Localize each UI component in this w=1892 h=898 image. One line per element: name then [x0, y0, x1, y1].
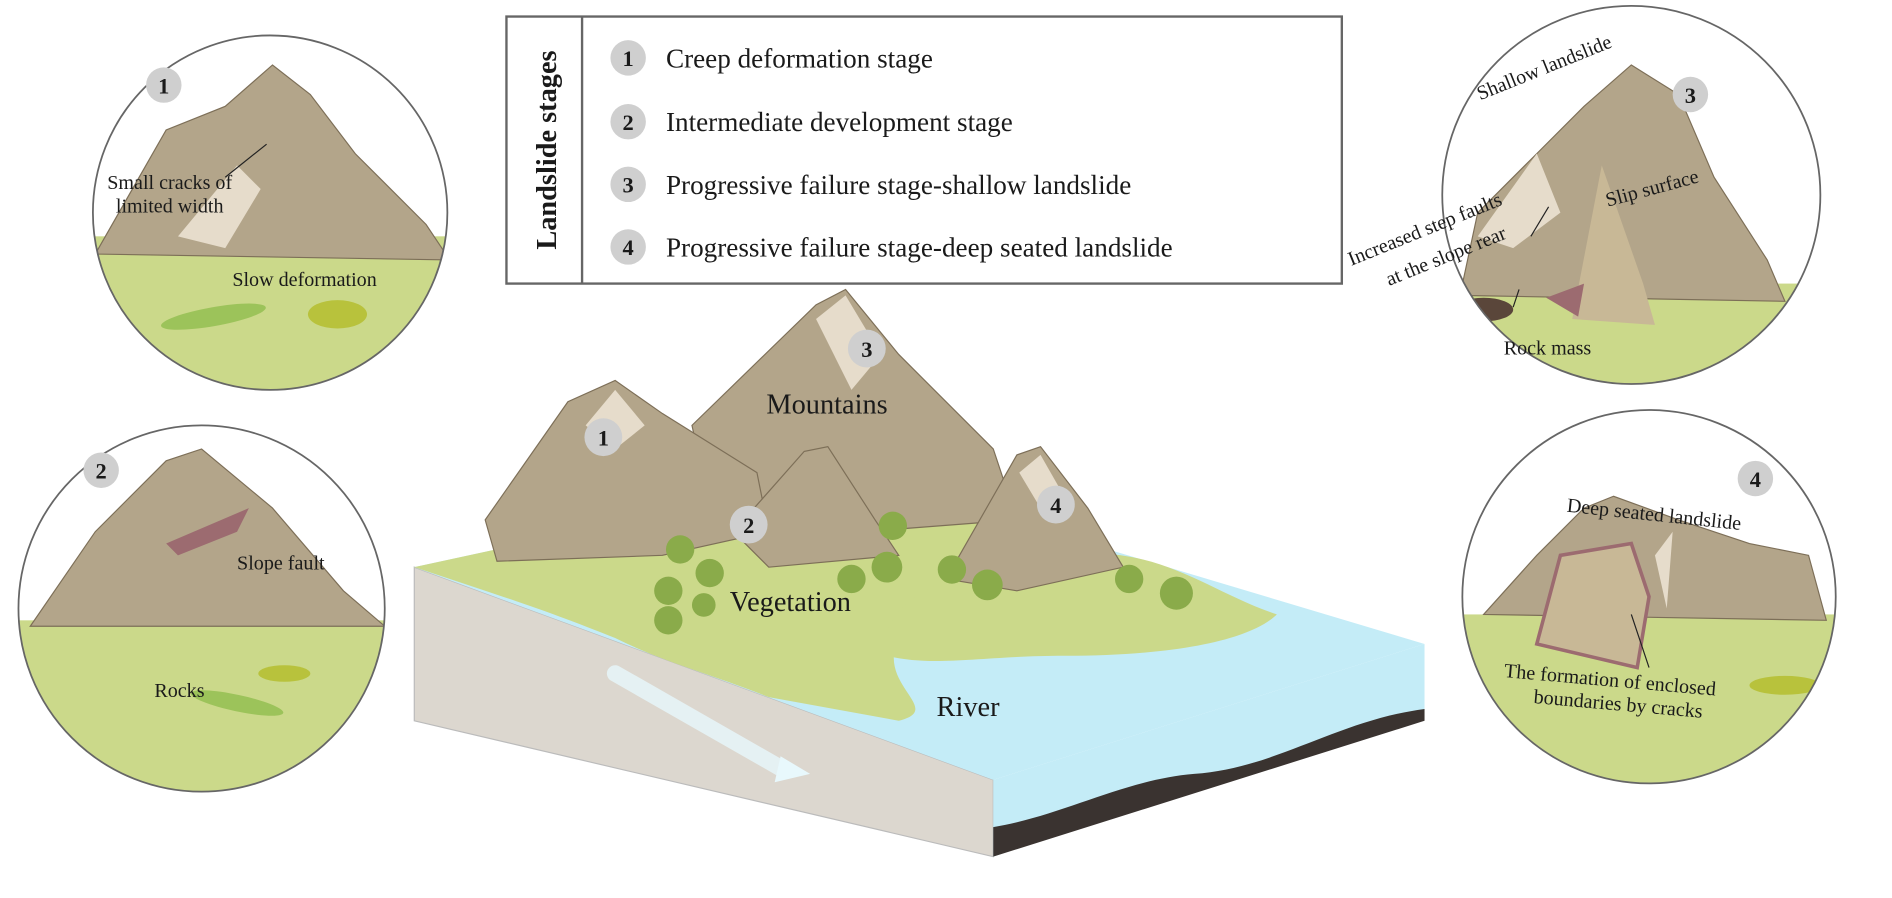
- legend-label: Progressive failure stage-shallow landsl…: [666, 170, 1131, 200]
- shallow-landslide-label: Shallow landslide: [1474, 31, 1615, 105]
- legend-label: Intermediate development stage: [666, 107, 1013, 137]
- legend-item: 4 Progressive failure stage-deep seated …: [610, 229, 1173, 265]
- stage-badge: 2: [623, 110, 634, 135]
- marker-4: 4: [1050, 493, 1061, 518]
- legend-item: 1 Creep deformation stage: [610, 40, 933, 76]
- slope-fault-label: Slope fault: [237, 553, 325, 575]
- stage-badge: 2: [96, 459, 107, 484]
- flow-arrow: [606, 665, 789, 777]
- stage-badge: 1: [158, 73, 169, 98]
- rocks-label: Rocks: [154, 680, 204, 702]
- legend-title: Landslide stages: [532, 50, 563, 249]
- main-stage-markers: 1 2 3 4: [584, 329, 1075, 544]
- rock-mass-label: Rock mass: [1504, 337, 1592, 359]
- inset-stage-4: 4 Deep seated landslide The formation of…: [1461, 409, 1837, 785]
- inset-stage-1: 1 Small cracks of limited width Slow def…: [92, 34, 449, 391]
- trees: [654, 511, 1193, 635]
- legend-label: Progressive failure stage-deep seated la…: [666, 232, 1173, 262]
- legend-item: 3 Progressive failure stage-shallow land…: [610, 166, 1131, 203]
- marker-3: 3: [861, 337, 872, 362]
- vegetation-label: Vegetation: [730, 587, 851, 618]
- stage-badge: 4: [1750, 467, 1761, 492]
- river-label: River: [937, 692, 1001, 723]
- stage-badge: 3: [623, 173, 634, 198]
- stage-badge: 4: [623, 235, 634, 260]
- mountains: [484, 288, 1125, 592]
- inset-stage-2: 2 Slope fault Rocks: [17, 424, 386, 793]
- marker-1: 1: [598, 425, 609, 450]
- stage-badge: 3: [1685, 83, 1696, 108]
- mountains-label: Mountains: [766, 390, 887, 421]
- stage-badge: 1: [623, 46, 634, 71]
- legend-item: 2 Intermediate development stage: [610, 103, 1013, 140]
- inset-stage-3: 3 Shallow landslide Slip surface Increas…: [1345, 5, 1822, 385]
- legend-label: Creep deformation stage: [666, 43, 933, 73]
- cracks-label-line2: limited width: [116, 196, 224, 218]
- legend-box: Landslide stages 1 Creep deformation sta…: [505, 15, 1344, 285]
- slow-deformation-label: Slow deformation: [232, 269, 376, 291]
- marker-2: 2: [743, 513, 754, 538]
- cracks-label: Small cracks of: [107, 172, 232, 194]
